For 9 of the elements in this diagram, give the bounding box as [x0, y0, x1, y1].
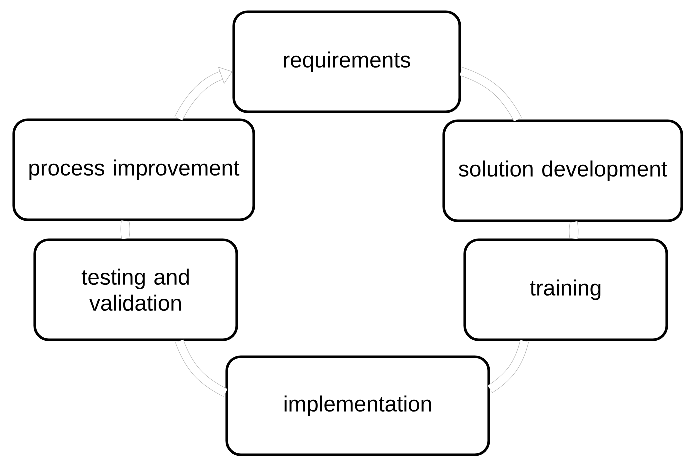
process-box: training: [464, 238, 668, 342]
process-box: process improvement: [12, 118, 256, 222]
process-box: solution development: [442, 120, 684, 222]
cycle-arrow: [174, 67, 233, 121]
cycle-arrow: [569, 221, 579, 240]
cycle-arrow: [120, 220, 130, 240]
process-box: requirements: [232, 10, 462, 114]
process-box: testing and validation: [34, 238, 238, 342]
process-box: implementation: [226, 356, 490, 456]
